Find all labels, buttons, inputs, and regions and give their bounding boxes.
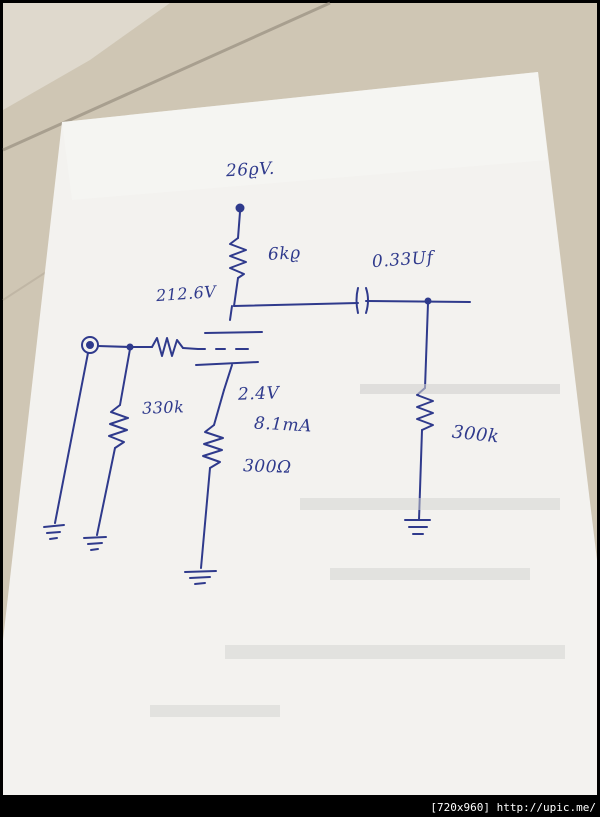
load-wire-top (424, 302, 429, 389)
drain-wire (233, 277, 239, 307)
cap-output-wire (365, 300, 471, 303)
source-resistor-label: 300Ω (242, 456, 292, 478)
input-terminal (81, 336, 99, 354)
source-current-label: 8.1mA (253, 413, 313, 437)
input-ground-3 (49, 537, 58, 540)
drain-resistor-label: 6kϱ (267, 243, 302, 265)
bleed-through-line (150, 705, 280, 717)
gate-bias-wire (119, 348, 131, 406)
load-resistor-symbol (416, 387, 434, 431)
channel-top (204, 331, 263, 334)
source-resistor-symbol (202, 424, 224, 469)
gate-bias-ground-1 (83, 536, 107, 539)
paper-highlight (62, 72, 548, 200)
source-ground-wire (200, 467, 211, 569)
cap-plate-left (355, 287, 359, 314)
plastic-sheet (3, 3, 170, 110)
input-ground-2 (46, 531, 61, 534)
source-wire (213, 389, 225, 426)
supply-wire (237, 211, 241, 239)
input-terminal-center (86, 341, 94, 349)
watermark: [720x960] http://upic.me/ (430, 801, 596, 814)
drain-lead (229, 305, 233, 321)
drain-output-wire (233, 302, 359, 307)
input-wire (97, 345, 131, 348)
bleed-through-line (225, 645, 565, 659)
supply-terminal (235, 203, 245, 213)
gate-resistor-symbol (151, 337, 184, 357)
source-lead (223, 364, 233, 391)
paper-sheet (3, 72, 597, 795)
bleed-through-line (330, 568, 530, 580)
source-ground-3 (194, 582, 206, 585)
supply-voltage-label: 26ϱV. (225, 158, 276, 182)
gate-bias-ground-wire (96, 447, 116, 536)
source-voltage-label: 2.4V (237, 383, 280, 405)
channel-bottom (195, 361, 259, 366)
bleed-through-line (300, 498, 560, 510)
coupling-cap-label: 0.33Uf (371, 247, 435, 273)
source-ground-2 (189, 576, 211, 579)
source-ground-1 (184, 570, 217, 573)
input-ground-1 (43, 524, 65, 528)
gate-wire-right (182, 347, 199, 350)
input-ground-wire (54, 352, 89, 524)
gate-bias-ground-2 (87, 542, 103, 545)
gate-bias-ground-3 (90, 548, 99, 551)
bleed-through-line (360, 384, 560, 394)
gate-bias-resistor-symbol (108, 404, 129, 449)
gate-resistor-label: 330k (141, 397, 185, 418)
circuit-lines (43, 203, 471, 585)
fabric-seam (2, 1, 331, 152)
drain-resistor-symbol (229, 237, 247, 279)
